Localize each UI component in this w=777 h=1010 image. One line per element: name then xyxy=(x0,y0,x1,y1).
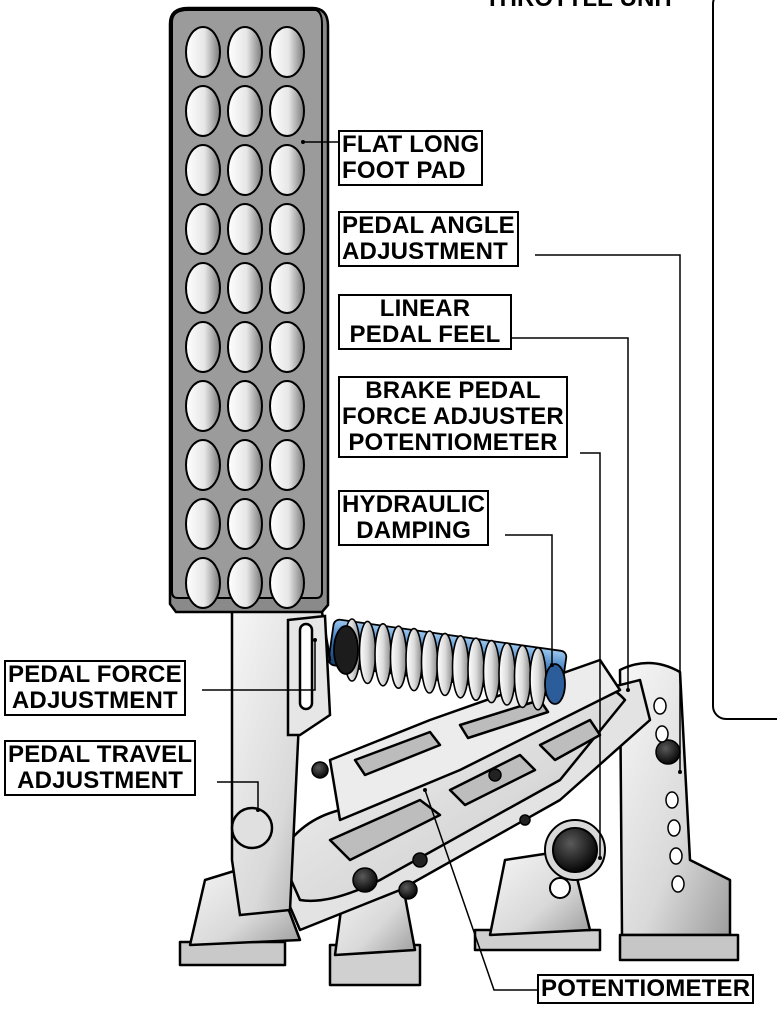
label-brake-pedal-force-adjuster-potentiometer: BRAKE PEDAL FORCE ADJUSTER POTENTIOMETER xyxy=(338,376,568,458)
pedal-arm xyxy=(230,598,332,917)
throttle-inset-frame xyxy=(712,0,777,720)
spring-coil xyxy=(498,642,516,706)
pad-hole xyxy=(185,85,221,137)
pad-hole xyxy=(185,380,221,432)
pad-hole xyxy=(227,144,263,196)
spring-coil xyxy=(451,634,470,699)
pad-hole xyxy=(269,262,305,314)
pad-hole xyxy=(227,498,263,550)
pad-hole xyxy=(185,439,221,491)
pad-hole xyxy=(269,144,305,196)
pad-hole xyxy=(227,557,263,609)
spring-coil xyxy=(482,639,501,704)
pad-hole xyxy=(185,498,221,550)
pad-hole xyxy=(227,321,263,373)
label-pedal-angle-adjustment: PEDAL ANGLE ADJUSTMENT xyxy=(338,211,519,267)
pad-hole xyxy=(185,262,221,314)
spring-coil xyxy=(529,646,547,711)
spring-coil xyxy=(467,637,485,702)
label-pedal-force-adjustment: PEDAL FORCE ADJUSTMENT xyxy=(4,660,186,716)
spring-damper xyxy=(327,618,568,711)
foot-pad xyxy=(168,6,330,614)
pad-hole xyxy=(269,380,305,432)
spring-coil xyxy=(405,627,423,692)
spring-coil xyxy=(420,630,439,694)
potentiometer-dial xyxy=(544,819,606,899)
pad-hole xyxy=(227,380,263,432)
pad-hole xyxy=(227,85,263,137)
pad-hole xyxy=(227,439,263,491)
spring-coil xyxy=(389,625,408,690)
pad-hole xyxy=(185,26,221,78)
pad-hole xyxy=(269,203,305,255)
throttle-unit-heading: THROTTLE UNIT xyxy=(485,0,676,12)
label-pedal-travel-adjustment: PEDAL TRAVEL ADJUSTMENT xyxy=(4,740,197,796)
spring-coil xyxy=(358,620,377,685)
angle-adjust-holes xyxy=(653,697,685,893)
pad-hole xyxy=(185,144,221,196)
leader-lines xyxy=(202,141,681,991)
label-hydraulic-damping: HYDRAULIC DAMPING xyxy=(338,490,490,546)
pad-hole xyxy=(185,557,221,609)
spring-coil xyxy=(374,622,392,687)
pad-hole xyxy=(269,26,305,78)
label-potentiometer: POTENTIOMETER xyxy=(537,974,755,1004)
pad-hole xyxy=(227,26,263,78)
pad-hole xyxy=(269,85,305,137)
pad-hole xyxy=(269,439,305,491)
pad-hole xyxy=(227,262,263,314)
pad-hole xyxy=(227,203,263,255)
label-flat-long-foot-pad: FLAT LONG FOOT PAD xyxy=(338,130,484,186)
pad-hole xyxy=(269,321,305,373)
label-linear-pedal-feel: LINEAR PEDAL FEEL xyxy=(338,294,512,350)
pad-hole xyxy=(269,557,305,609)
spring-coil xyxy=(436,632,454,697)
leader-dots xyxy=(256,140,682,860)
pad-hole xyxy=(185,321,221,373)
spring-coil xyxy=(513,644,532,709)
pad-hole xyxy=(185,203,221,255)
pad-hole xyxy=(269,498,305,550)
